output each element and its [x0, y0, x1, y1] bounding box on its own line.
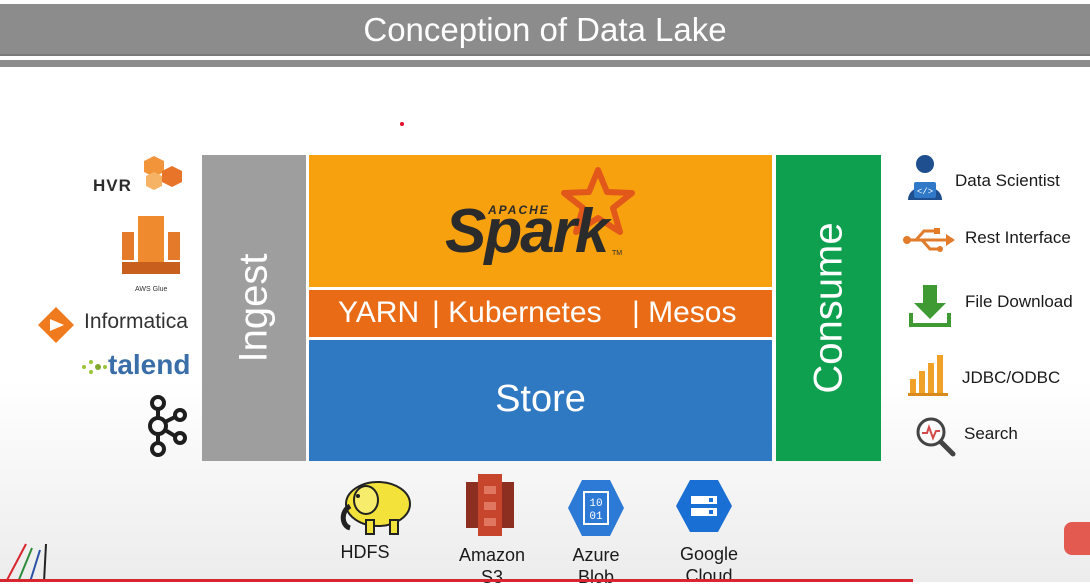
svg-text:</>: </>	[917, 187, 933, 197]
spark-block	[309, 155, 772, 287]
hvr-cubes-icon	[144, 156, 182, 190]
download-icon	[909, 285, 951, 327]
informatica-icon	[38, 307, 74, 343]
talend-dots-icon	[82, 360, 107, 374]
svg-text:01: 01	[589, 511, 603, 523]
amazon-s3-icon	[466, 474, 514, 536]
svg-text:10: 10	[589, 498, 602, 510]
consumer-label-rest-interface: Rest Interface	[965, 228, 1071, 247]
consumer-label-file-download: File Download	[965, 292, 1073, 311]
hadoop-elephant-icon	[340, 481, 411, 535]
aws-glue-icon	[122, 216, 180, 274]
consume-label: Consume	[806, 222, 850, 394]
spark-apache-label: APACHE	[488, 203, 550, 217]
bar-chart-icon	[908, 355, 948, 396]
aws-glue-caption: AWS Glue	[135, 286, 168, 293]
hvr-logo-text: HVR	[93, 176, 132, 195]
page-title: Conception of Data Lake	[363, 11, 727, 48]
talend-logo-text: talend	[108, 349, 191, 380]
consume-block: Consume	[776, 155, 881, 461]
title-divider	[0, 60, 1090, 67]
yarn-label: YARN	[338, 296, 420, 329]
spark-trademark: TM	[612, 250, 623, 257]
progress-line	[0, 579, 913, 582]
kubernetes-label: | Kubernetes	[432, 296, 602, 329]
consumer-label-jdbc-odbc: JDBC/ODBC	[962, 368, 1061, 387]
store-label: Store	[495, 378, 586, 420]
consumer-label-search: Search	[964, 424, 1018, 443]
google-cloud-storage-icon	[676, 480, 732, 532]
data-scientist-icon: </>	[908, 155, 942, 200]
spark-star-icon	[561, 167, 635, 235]
informatica-logo-text: Informatica	[84, 310, 188, 333]
store-block	[309, 340, 772, 461]
spark-logo-text: Spark	[445, 197, 609, 266]
title-bar	[0, 4, 1090, 56]
play-button[interactable]	[1064, 522, 1090, 555]
kafka-icon	[148, 395, 187, 457]
storage-label-hdfs: HDFS	[340, 542, 390, 562]
ingest-label: Ingest	[231, 253, 276, 363]
ingest-block: Ingest	[202, 155, 306, 461]
usb-icon	[903, 228, 955, 252]
mesos-label: | Mesos	[632, 296, 737, 329]
orchestration-block	[309, 290, 772, 337]
search-icon	[916, 417, 956, 457]
decorative-corner-lines	[5, 543, 47, 582]
consumer-label-data-scientist: Data Scientist	[955, 171, 1060, 190]
pointer-dot	[400, 122, 404, 126]
azure-blob-icon: 10 01	[568, 480, 624, 536]
